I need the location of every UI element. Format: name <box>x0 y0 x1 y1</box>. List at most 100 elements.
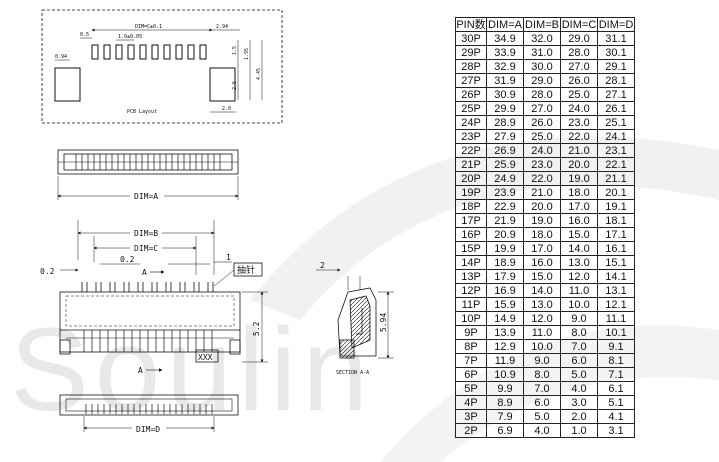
dim-value-cell: 13.0 <box>560 255 598 270</box>
dim-value-cell: 12.0 <box>523 311 561 326</box>
dim-value-cell: 9.0 <box>523 353 561 368</box>
header-dim-c: DIM=C <box>560 17 598 32</box>
dim-a-label: DIM=A <box>134 192 158 201</box>
pin-count-cell: 6P <box>455 367 487 382</box>
pin-count-cell: 22P <box>455 143 487 158</box>
pin-count-cell: 20P <box>455 171 487 186</box>
pin-count-cell: 23P <box>455 129 487 144</box>
dim-value-cell: 9.0 <box>560 311 598 326</box>
pin-count-cell: 19P <box>455 185 487 200</box>
dim-value-cell: 6.1 <box>597 381 635 396</box>
xxx-label: XXX <box>198 353 213 362</box>
pin-count-cell: 24P <box>455 115 487 130</box>
pcb-dim-15: 1.5 <box>232 46 238 55</box>
dim-value-cell: 23.1 <box>597 143 635 158</box>
dim-value-cell: 24.0 <box>523 143 561 158</box>
header-dim-b: DIM=B <box>523 17 561 32</box>
pin-count-cell: 7P <box>455 353 487 368</box>
dim-c-label: DIM=C <box>134 244 158 253</box>
dim-value-cell: 32.9 <box>486 59 524 74</box>
pin-count-cell: 28P <box>455 59 487 74</box>
pin-count-cell: 11P <box>455 297 487 312</box>
dim-value-cell: 3.0 <box>560 395 598 410</box>
pin-count-cell: 18P <box>455 199 487 214</box>
pull-pin-box <box>233 262 263 277</box>
front-view-pins <box>81 282 214 292</box>
pin-count-cell: 14P <box>455 255 487 270</box>
pin-count-cell: 4P <box>455 395 487 410</box>
dim-value-cell: 16.1 <box>597 241 635 256</box>
pin-count-cell: 5P <box>455 381 487 396</box>
dim-value-cell: 15.0 <box>523 269 561 284</box>
dim-value-cell: 14.1 <box>597 269 635 284</box>
pin-count-cell: 12P <box>455 283 487 298</box>
pcb-layout-frame <box>41 9 283 124</box>
pin-count-cell: 9P <box>455 325 487 340</box>
dim-value-cell: 29.1 <box>597 59 635 74</box>
dim-value-cell: 29.0 <box>560 31 598 46</box>
dim-value-cell: 10.0 <box>560 297 598 312</box>
dim-value-cell: 6.0 <box>523 395 561 410</box>
dim-value-cell: 34.9 <box>486 31 524 46</box>
pin-count-cell: 29P <box>455 45 487 60</box>
header-pin: PIN数 <box>455 17 487 32</box>
dim-value-cell: 25.1 <box>597 115 635 130</box>
xxx-box <box>195 349 219 363</box>
dim-594-label: 5.94 <box>379 313 388 332</box>
dim-value-cell: 6.9 <box>486 423 524 438</box>
pcb-dim-05: 0.5 <box>80 32 89 38</box>
section-arrow-top: A <box>142 268 147 277</box>
pcb-mount-pad-right <box>209 67 236 102</box>
dim-value-cell: 19.0 <box>560 171 598 186</box>
dim-value-cell: 18.9 <box>486 255 524 270</box>
dim-value-cell: 27.9 <box>486 129 524 144</box>
dim-02-left: 0.2 <box>40 267 55 276</box>
dim-value-cell: 17.1 <box>597 227 635 242</box>
dim-value-cell: 13.9 <box>486 325 524 340</box>
dim-value-cell: 26.1 <box>597 101 635 116</box>
dim-value-cell: 25.9 <box>486 157 524 172</box>
section-view <box>316 268 394 359</box>
pcb-mount-pad-left <box>54 67 81 102</box>
dim-value-cell: 12.1 <box>597 297 635 312</box>
dim-value-cell: 31.1 <box>597 31 635 46</box>
pcb-dim-294: 2.94 <box>216 24 228 30</box>
dim-value-cell: 5.0 <box>560 367 598 382</box>
dim-value-cell: 23.9 <box>486 185 524 200</box>
pin-count-cell: 21P <box>455 157 487 172</box>
dim-2-label: 2 <box>320 261 325 270</box>
top-view <box>57 149 239 200</box>
dim-value-cell: 24.9 <box>486 171 524 186</box>
pcb-dim-c: DIM=C±0.1 <box>135 24 162 30</box>
dim-value-cell: 24.1 <box>597 129 635 144</box>
pcb-layout-labels: DIM=C±0.1 1.0±0.05 0.5 0.94 2.94 1.5 2.5… <box>55 24 262 115</box>
dim-value-cell: 24.0 <box>560 101 598 116</box>
dim-value-cell: 20.0 <box>523 199 561 214</box>
dim-value-cell: 17.9 <box>486 269 524 284</box>
dim-value-cell: 15.0 <box>560 227 598 242</box>
dim-value-cell: 22.0 <box>560 129 598 144</box>
dim-value-cell: 30.1 <box>597 45 635 60</box>
dim-value-cell: 26.9 <box>486 143 524 158</box>
dim-value-cell: 4.0 <box>560 381 598 396</box>
dim-value-cell: 3.1 <box>597 423 635 438</box>
pcb-dim-445: 4.45 <box>256 68 262 80</box>
front-view <box>59 220 268 372</box>
dim-value-cell: 8.9 <box>486 395 524 410</box>
dim-value-cell: 27.0 <box>560 59 598 74</box>
dim-1-label: 1 <box>226 253 231 262</box>
